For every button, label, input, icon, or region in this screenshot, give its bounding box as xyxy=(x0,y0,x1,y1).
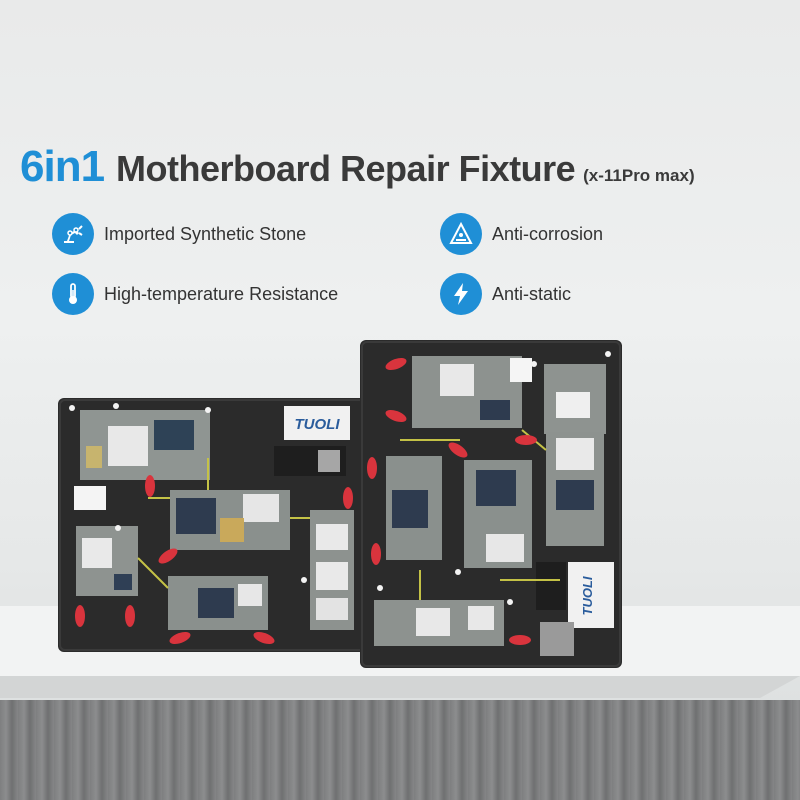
pcb-center-left xyxy=(386,456,442,560)
brand-logo-right: TUOLI xyxy=(580,576,595,615)
pcb-right-strip xyxy=(310,510,354,630)
brand-logo-left: TUOLI xyxy=(295,416,341,433)
pcb-lower-left xyxy=(76,526,138,596)
pcb-bottom-center xyxy=(168,576,268,630)
fixture-board-right: TUOLI xyxy=(360,340,622,668)
wood-floor xyxy=(0,700,800,800)
pcb-right-mid xyxy=(546,432,604,546)
red-clamps-left xyxy=(75,475,353,645)
pcb-right-top xyxy=(544,364,606,434)
feature-anti-corrosion: Anti-corrosion xyxy=(440,213,604,255)
fixture-board-left: TUOLI xyxy=(58,398,368,652)
brand-label-right xyxy=(568,562,614,628)
brand-label-left xyxy=(284,406,350,440)
robot-arm-icon xyxy=(52,213,94,255)
pcb-bottom xyxy=(374,600,504,646)
feature-label: Anti-static xyxy=(492,283,572,304)
feature-label: Imported Synthetic Stone xyxy=(104,223,307,244)
feature-label: High-temperature Resistance xyxy=(104,283,339,304)
thermometer-icon xyxy=(52,273,94,315)
pcb-top-left xyxy=(80,410,210,480)
lightning-icon xyxy=(440,273,482,315)
title-model: (x-11Pro max) xyxy=(583,166,695,185)
pcb-top xyxy=(412,356,532,428)
pcb-center xyxy=(464,460,532,568)
feature-synthetic-stone: Imported Synthetic Stone xyxy=(52,213,307,255)
title-main: Motherboard Repair Fixture xyxy=(116,148,576,189)
pcb-center xyxy=(170,490,290,550)
feature-label: Anti-corrosion xyxy=(492,223,604,244)
title-count: 6in1 xyxy=(20,142,105,191)
feature-anti-static: Anti-static xyxy=(440,273,572,315)
red-clamps-right xyxy=(367,357,537,645)
page-title: 6in1 Motherboard Repair Fixture (x-11Pro m… xyxy=(20,142,695,192)
feature-high-temperature: High-temperature Resistance xyxy=(52,273,339,315)
anti-corrosion-icon xyxy=(440,213,482,255)
